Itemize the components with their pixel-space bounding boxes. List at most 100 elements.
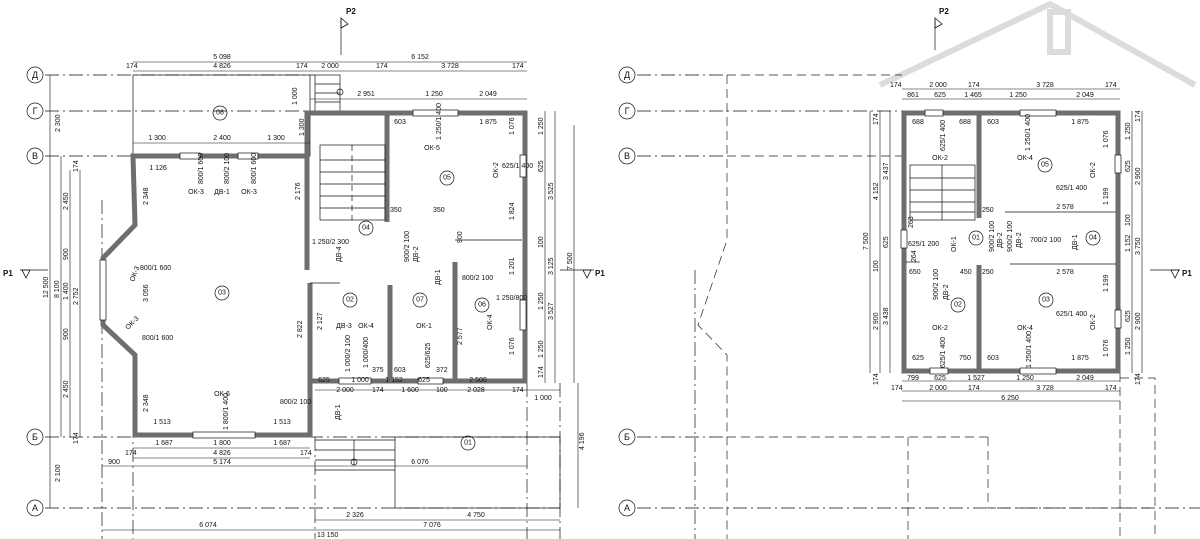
- svg-text:1 250: 1 250: [538, 292, 545, 310]
- section-marker-p2-plan1: P2: [340, 7, 356, 55]
- svg-text:625: 625: [418, 377, 430, 384]
- svg-text:100: 100: [538, 236, 545, 248]
- svg-text:ДВ-1: ДВ-1: [1072, 234, 1079, 250]
- svg-text:05: 05: [443, 175, 451, 182]
- svg-text:625/625: 625/625: [425, 343, 432, 368]
- svg-text:625/1 200: 625/1 200: [908, 241, 939, 248]
- svg-text:625/1 400: 625/1 400: [502, 163, 533, 170]
- svg-text:3 438: 3 438: [883, 307, 890, 325]
- svg-text:603: 603: [987, 355, 999, 362]
- plan1-left-dimension-labels: 2 300 12 500 8 100 2 450 900 1 400 900 2…: [43, 114, 80, 482]
- svg-text:1 152: 1 152: [1125, 234, 1132, 252]
- svg-text:450: 450: [960, 269, 972, 276]
- windows-plan2: [900, 109, 1122, 375]
- svg-text:5 098: 5 098: [213, 54, 231, 61]
- plan2-bottom-dimension-labels: 799 625 1 527 1 250 2 049 174 2 000 174 …: [891, 375, 1117, 402]
- svg-text:1 527: 1 527: [967, 375, 985, 382]
- svg-text:2 000: 2 000: [929, 385, 947, 392]
- svg-text:1 800: 1 800: [213, 440, 231, 447]
- svg-text:2 578: 2 578: [1056, 269, 1074, 276]
- ground-floor-footprint-dashed: [694, 75, 1156, 539]
- svg-text:625/1 400: 625/1 400: [940, 337, 947, 368]
- svg-text:ОК-6: ОК-6: [214, 391, 230, 398]
- svg-text:P2: P2: [939, 7, 949, 16]
- svg-text:263: 263: [908, 216, 915, 228]
- plan2-dimension-lines: [869, 88, 1143, 402]
- svg-text:В: В: [32, 151, 38, 161]
- svg-text:ОК-4: ОК-4: [358, 323, 374, 330]
- svg-text:2 300: 2 300: [55, 114, 62, 132]
- svg-text:ОК-2: ОК-2: [493, 162, 500, 178]
- svg-text:1 513: 1 513: [153, 419, 171, 426]
- svg-text:625: 625: [934, 92, 946, 99]
- svg-text:2 752: 2 752: [73, 287, 80, 305]
- svg-text:Д: Д: [32, 70, 38, 80]
- svg-text:1 600: 1 600: [401, 387, 419, 394]
- svg-text:2 450: 2 450: [63, 192, 70, 210]
- svg-text:100: 100: [436, 387, 448, 394]
- svg-text:1 687: 1 687: [273, 440, 291, 447]
- plan-ground-floor: Д Г В Б А: [3, 7, 605, 539]
- svg-text:2 028: 2 028: [467, 387, 485, 394]
- svg-text:Г: Г: [33, 106, 38, 116]
- svg-text:ДВ-1: ДВ-1: [435, 269, 442, 285]
- svg-text:1 250/1 400: 1 250/1 400: [1025, 114, 1032, 151]
- svg-text:Б: Б: [32, 432, 38, 442]
- svg-text:1 250/2 300: 1 250/2 300: [312, 239, 349, 246]
- room-tag-08: 08: [212, 105, 228, 121]
- svg-text:2 049: 2 049: [1076, 92, 1094, 99]
- svg-text:6 152: 6 152: [411, 54, 429, 61]
- section-marker-p1-mid: P1: [560, 269, 605, 279]
- svg-text:01: 01: [972, 235, 980, 242]
- svg-text:100: 100: [1125, 214, 1132, 226]
- svg-text:2 900: 2 900: [873, 312, 880, 330]
- axis-bubble-A-2: А: [618, 499, 636, 517]
- svg-text:Д: Д: [624, 70, 630, 80]
- svg-text:174: 174: [300, 450, 312, 457]
- svg-text:ДВ-3: ДВ-3: [336, 323, 352, 330]
- svg-text:1 199: 1 199: [1103, 274, 1110, 292]
- axis-bubble-G-2: Г: [618, 102, 636, 120]
- svg-text:05: 05: [1041, 162, 1049, 169]
- svg-text:3 527: 3 527: [548, 302, 555, 320]
- svg-text:А: А: [32, 503, 38, 513]
- svg-text:1 687: 1 687: [155, 440, 173, 447]
- axis-bubble-B-2: Б: [618, 428, 636, 446]
- axis-bubble-B: Б: [26, 428, 44, 446]
- svg-text:625/1 400: 625/1 400: [1056, 311, 1087, 318]
- svg-text:1 250/1 400: 1 250/1 400: [1026, 331, 1033, 368]
- svg-text:174: 174: [512, 63, 524, 70]
- svg-text:174: 174: [873, 113, 880, 125]
- svg-text:2 127: 2 127: [317, 312, 324, 330]
- svg-text:861: 861: [907, 92, 919, 99]
- svg-text:04: 04: [1089, 235, 1097, 242]
- porch-outline: [315, 436, 561, 509]
- svg-text:2 578: 2 578: [1056, 204, 1074, 211]
- svg-text:1 300: 1 300: [299, 118, 306, 136]
- svg-text:174: 174: [1135, 373, 1142, 385]
- plan1-top-dimension-labels: 5 098 6 152 174 4 826 174 2 000 174 3 72…: [126, 54, 524, 142]
- svg-text:174: 174: [372, 387, 384, 394]
- svg-text:800/2 100: 800/2 100: [280, 399, 311, 406]
- svg-text:1 250: 1 250: [1125, 337, 1132, 355]
- svg-text:174: 174: [73, 432, 80, 444]
- room-tag-06: 06: [474, 297, 490, 313]
- watermark-logo: [878, 0, 1197, 88]
- svg-text:02: 02: [346, 297, 354, 304]
- plan1-opening-labels: ОК-3 ДВ-1 ОК-3 ОК-5 ОК-2 ОК-4 ДВ-3 ОК-4 …: [124, 103, 533, 430]
- svg-text:6 074: 6 074: [199, 522, 217, 529]
- svg-text:ОК-3: ОК-3: [124, 315, 140, 331]
- svg-text:174: 174: [1135, 110, 1142, 122]
- axis-bubble-A: А: [26, 499, 44, 517]
- svg-text:350: 350: [390, 207, 402, 214]
- windows: [99, 109, 527, 439]
- svg-text:174: 174: [1105, 82, 1117, 89]
- svg-text:174: 174: [538, 366, 545, 378]
- svg-text:174: 174: [1105, 385, 1117, 392]
- svg-text:1 400: 1 400: [63, 282, 70, 300]
- svg-text:13 150: 13 150: [317, 532, 339, 539]
- plan-upper-floor: Д Г В Б А P2 P1 01 02 03 04: [618, 7, 1200, 539]
- svg-text:1 000/2 100: 1 000/2 100: [345, 335, 352, 372]
- svg-text:625: 625: [538, 160, 545, 172]
- svg-text:2 100: 2 100: [55, 464, 62, 482]
